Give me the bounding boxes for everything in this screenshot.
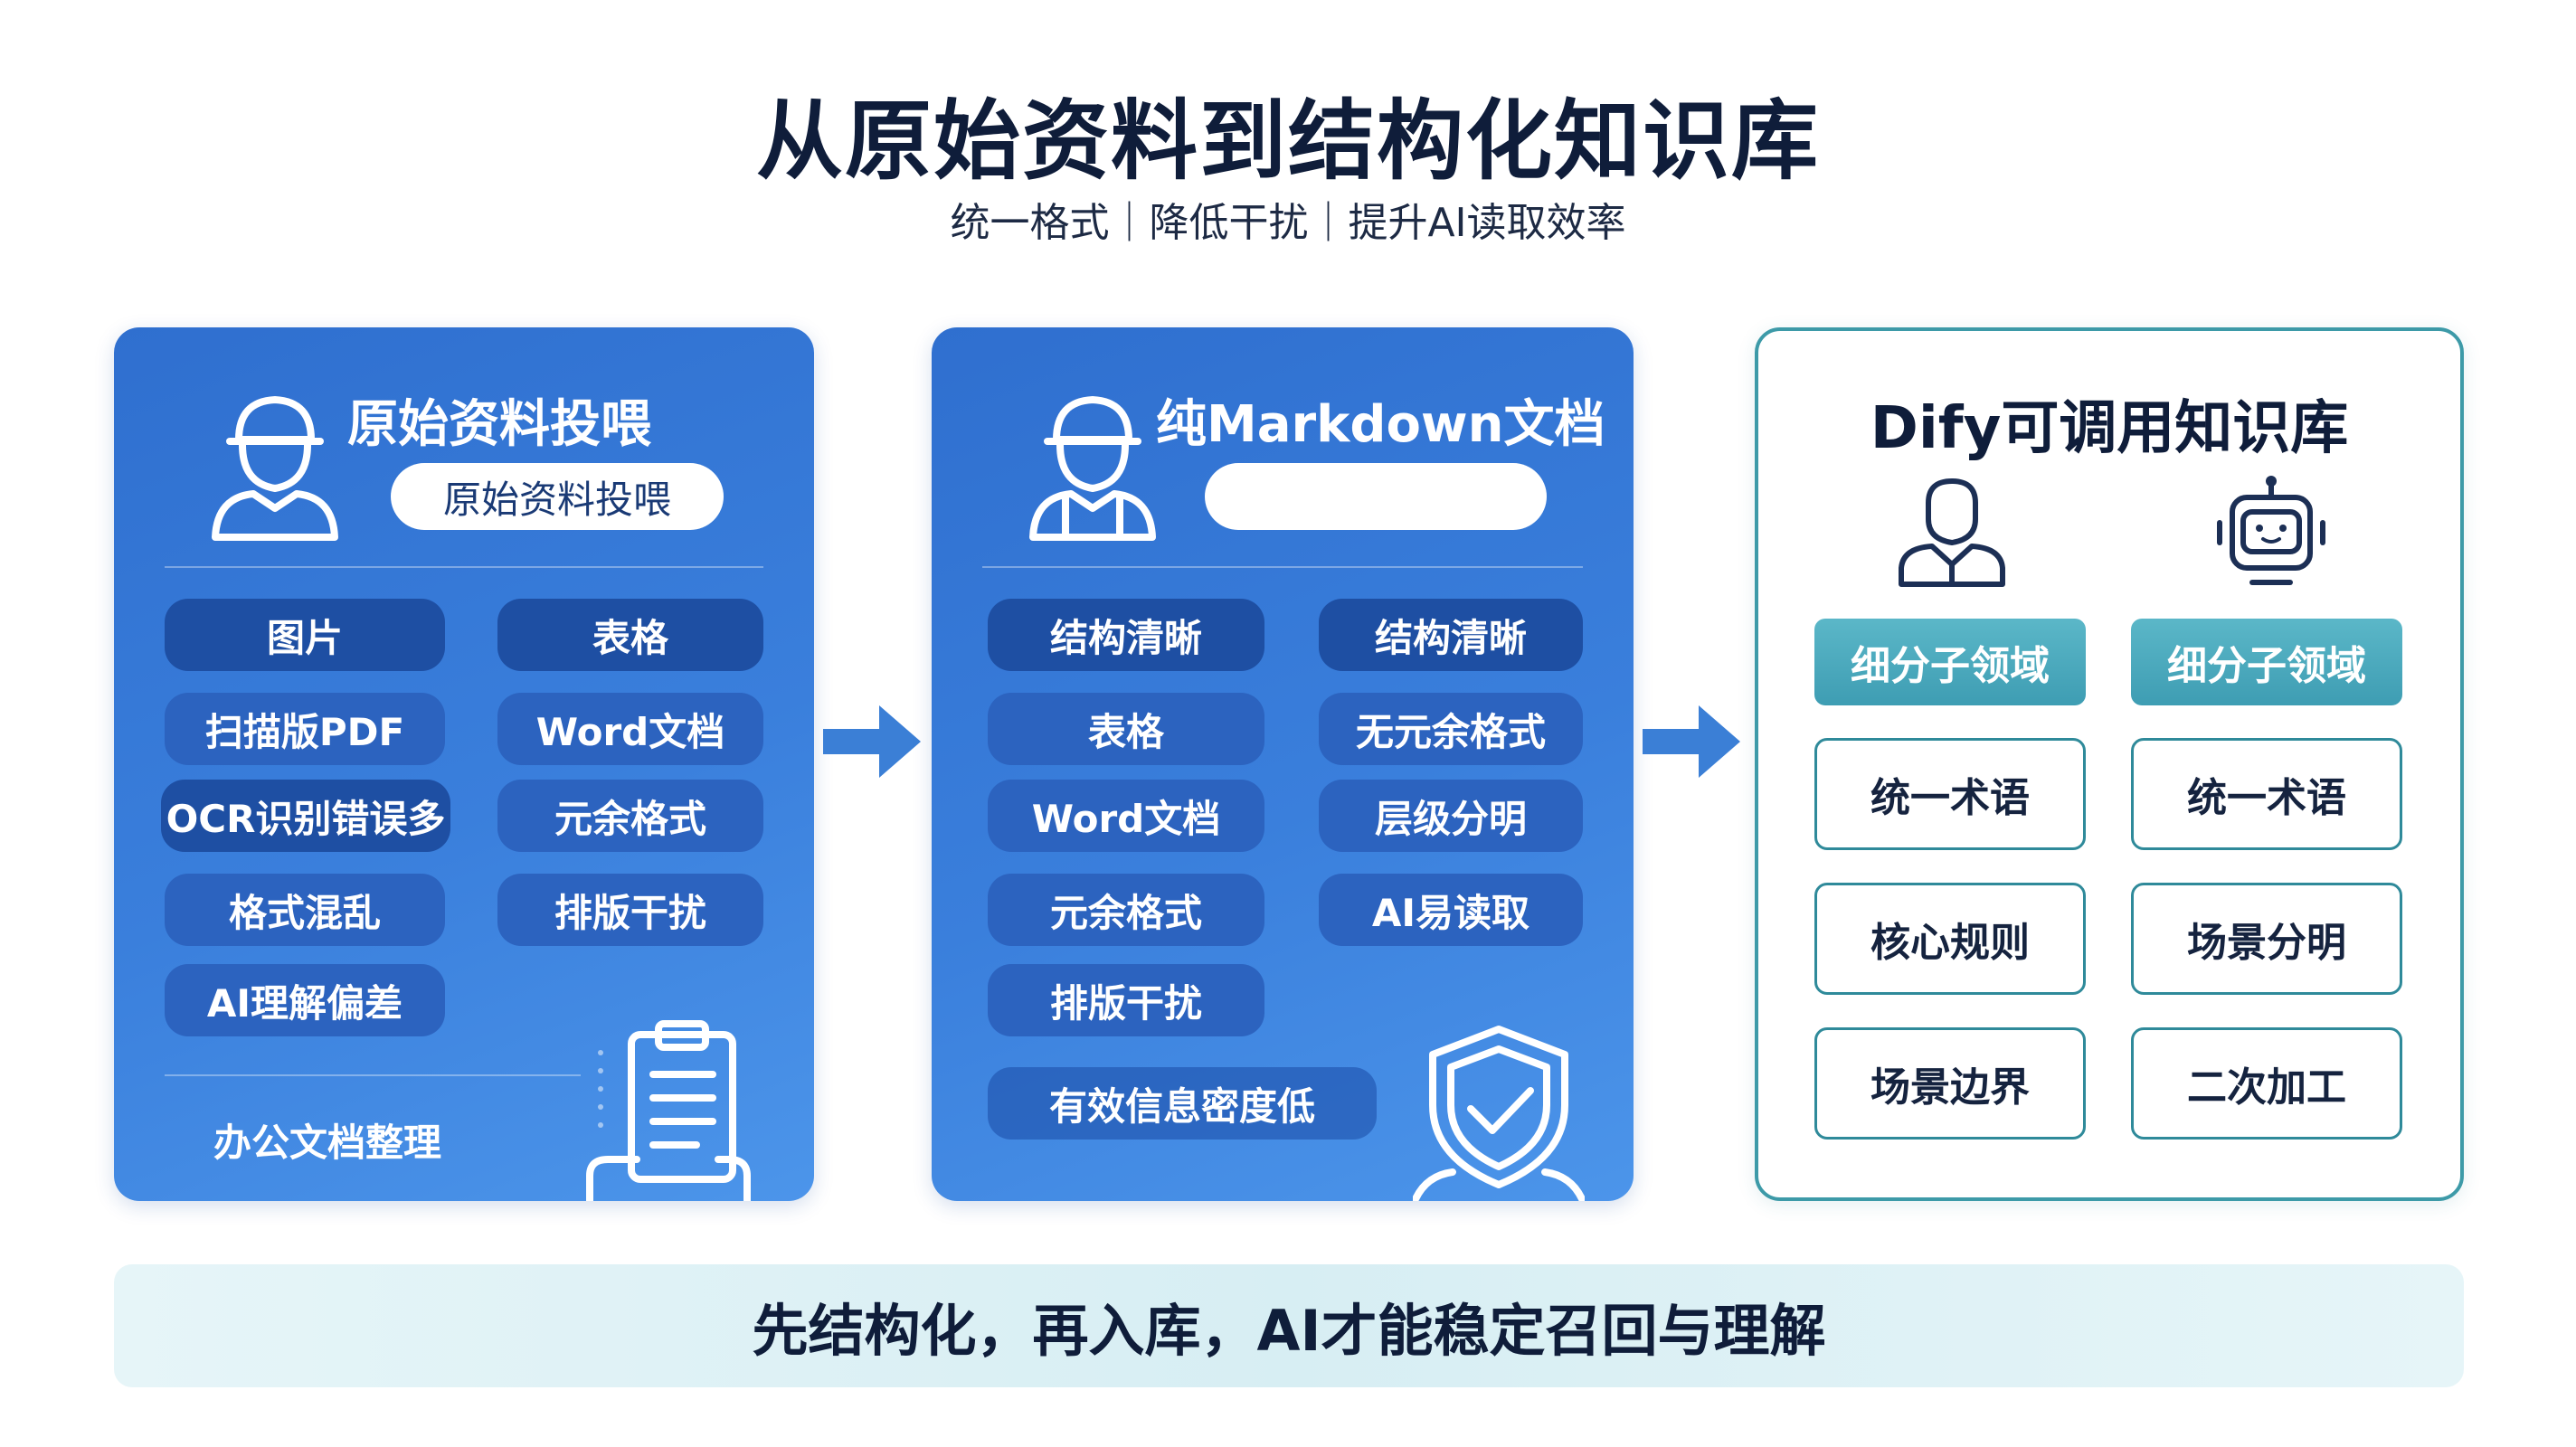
conclusion-banner: 先结构化，再入库，AI才能稳定召回与理解 bbox=[114, 1264, 2464, 1387]
knowledge-item: 核心规则 bbox=[1814, 883, 2086, 995]
panel-title: 纯Markdown文档 bbox=[1156, 395, 1605, 454]
page-title: 从原始资料到结构化知识库 bbox=[756, 90, 1820, 192]
chip-word-doc: Word文档 bbox=[988, 780, 1264, 852]
person-icon bbox=[1899, 478, 2005, 587]
chip-clear-hierarchy: 层级分明 bbox=[1319, 780, 1583, 852]
chip-scanned-pdf: 扫描版PDF bbox=[165, 693, 445, 765]
chip-clear-structure: 结构清晰 bbox=[1319, 599, 1583, 671]
knowledge-item: 场景边界 bbox=[1814, 1027, 2086, 1140]
raw-feed-pill: 原始资料投喂 bbox=[391, 463, 724, 530]
markdown-panel: 纯Markdown文档 结构清晰 结构清晰 表格 无元余格式 Word文档 层级… bbox=[932, 327, 1634, 1201]
chip-format-chaos: 格式混乱 bbox=[165, 874, 445, 946]
chip-ai-misread: AI理解偏差 bbox=[165, 964, 445, 1036]
knowledge-item: 场景分明 bbox=[2131, 883, 2402, 995]
flow-arrow-icon bbox=[823, 705, 921, 778]
knowledge-item: 统一术语 bbox=[1814, 738, 2086, 850]
divider bbox=[982, 566, 1583, 568]
chip-clear-structure: 结构清晰 bbox=[988, 599, 1264, 671]
shield-check-icon bbox=[1413, 1026, 1585, 1201]
chip-redundant-format: 元余格式 bbox=[988, 874, 1264, 946]
chip-table: 表格 bbox=[497, 599, 763, 671]
chip-image: 图片 bbox=[165, 599, 445, 671]
markdown-pill bbox=[1205, 463, 1547, 530]
flow-arrow-icon bbox=[1643, 705, 1740, 778]
chip-ai-readable: AI易读取 bbox=[1319, 874, 1583, 946]
chip-no-redundant-format: 无元余格式 bbox=[1319, 693, 1583, 765]
chip-ocr-errors: OCR识别错误多 bbox=[161, 780, 450, 852]
chip-layout-noise: 排版干扰 bbox=[988, 964, 1264, 1036]
knowledge-item: 二次加工 bbox=[2131, 1027, 2402, 1140]
chip-table: 表格 bbox=[988, 693, 1264, 765]
panel-footer: 有效信息密度低 bbox=[988, 1067, 1377, 1140]
dify-knowledge-panel: Dify可调用知识库 细分子领域 细分子领域 统一术语 统一术语 核心规则 场景… bbox=[1755, 327, 2464, 1201]
divider bbox=[165, 1074, 581, 1076]
chip-word-doc: Word文档 bbox=[497, 693, 763, 765]
clipboard-icon bbox=[586, 1020, 751, 1201]
chip-redundant-format: 元余格式 bbox=[497, 780, 763, 852]
subdomain-header: 细分子领域 bbox=[2131, 619, 2402, 705]
robot-icon bbox=[2217, 476, 2325, 585]
divider bbox=[165, 566, 763, 568]
raw-materials-panel: 原始资料投喂 原始资料投喂 图片 表格 扫描版PDF Word文档 OCR识别错… bbox=[114, 327, 814, 1201]
worker-icon bbox=[1029, 396, 1156, 541]
subdomain-header: 细分子领域 bbox=[1814, 619, 2086, 705]
knowledge-item: 统一术语 bbox=[2131, 738, 2402, 850]
panel-title: 原始资料投喂 bbox=[347, 395, 651, 454]
chip-layout-noise: 排版干扰 bbox=[497, 874, 763, 946]
panel-footer: 办公文档整理 bbox=[213, 1121, 442, 1165]
page-subtitle: 统一格式｜降低干扰｜提升AI读取效率 bbox=[950, 200, 1626, 246]
panel-title: Dify可调用知识库 bbox=[1870, 395, 2349, 462]
worker-icon bbox=[212, 396, 338, 541]
